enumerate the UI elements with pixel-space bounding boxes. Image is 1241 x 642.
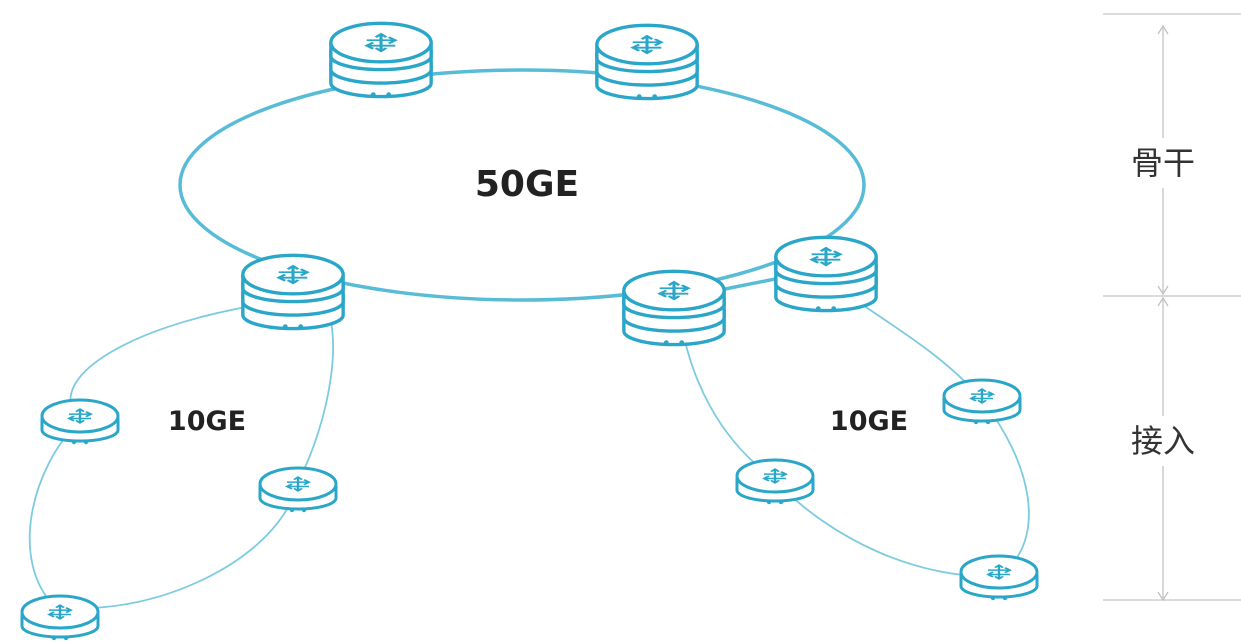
router-icon[interactable] [260,468,336,512]
access-link-left [28,299,335,609]
router-icon[interactable] [42,400,118,444]
access-ring-label-right: 10GE [830,406,908,437]
access-arrow-head-bottom [1157,591,1169,602]
router-icon[interactable] [737,460,813,504]
access-links [28,274,1030,609]
router-icon[interactable] [944,380,1020,424]
router-icon[interactable] [597,25,697,99]
access-ring-label-left: 10GE [168,406,246,437]
tier-scale: 骨干 接入 [1103,13,1241,602]
backbone-arrow-head-bottom [1157,285,1169,296]
router-icon[interactable] [243,255,343,329]
router-icon[interactable] [22,596,98,640]
router-icon[interactable] [961,556,1037,600]
router-icon[interactable] [331,23,431,97]
tier-label-access: 接入 [1131,422,1195,460]
access-arrow-head-top [1157,296,1169,307]
router-icon[interactable] [624,271,724,345]
backbone-links [178,68,866,302]
backbone-ring-link [178,68,866,302]
router-icon[interactable] [776,237,876,311]
backbone-ring-label: 50GE [475,164,579,205]
backbone-arrow-head-top [1157,24,1169,35]
tier-label-backbone: 骨干 [1131,144,1195,182]
